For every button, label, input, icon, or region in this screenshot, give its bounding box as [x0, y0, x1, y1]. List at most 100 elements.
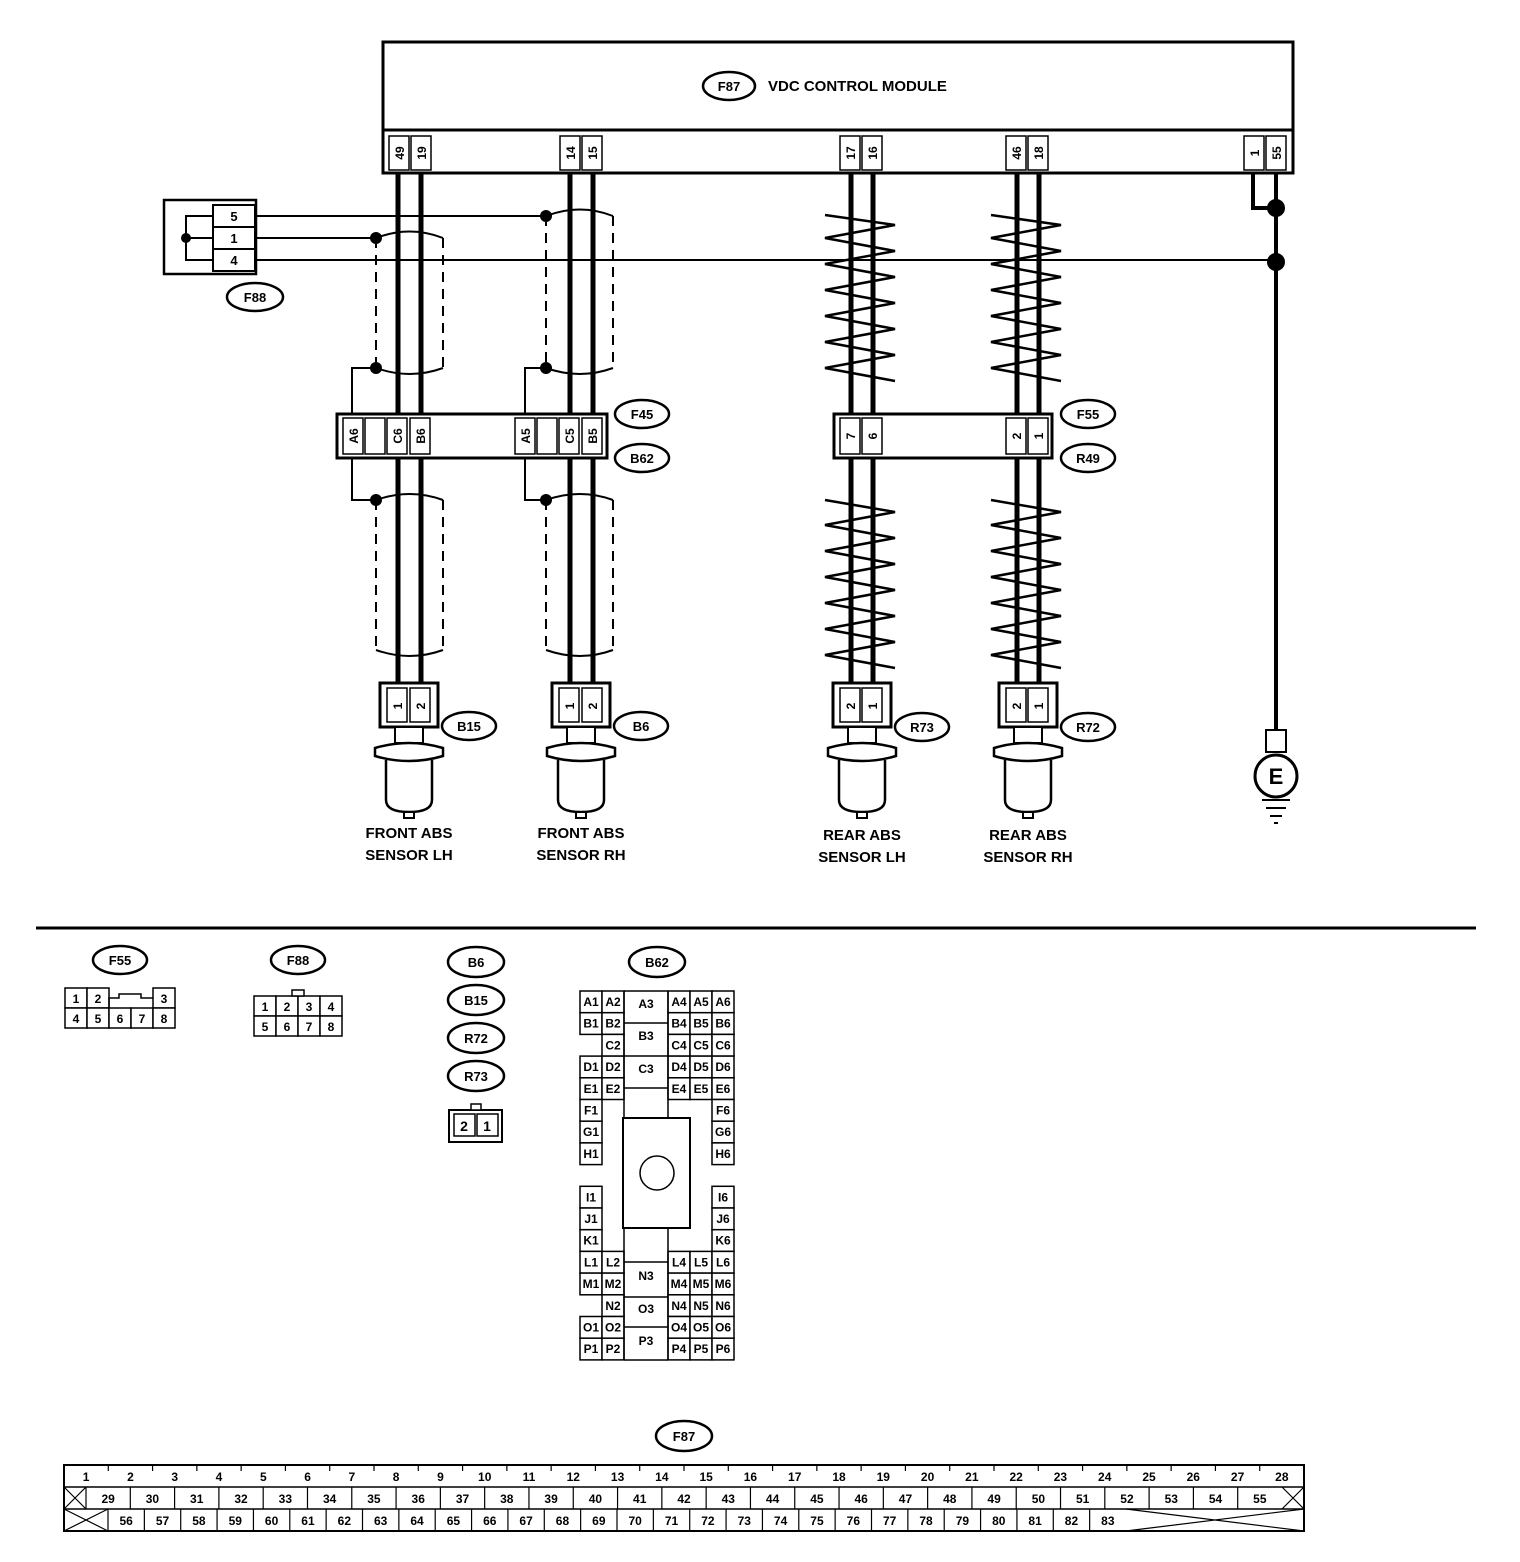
b62-pin-label: M5	[693, 1277, 710, 1291]
b62-pin-label: L5	[694, 1255, 708, 1269]
b62-center-label: P3	[639, 1334, 654, 1348]
b62-pin-label: M6	[715, 1277, 732, 1291]
rear-connector-pin: 7	[844, 432, 858, 439]
f87-pin-label: 2	[127, 1470, 134, 1484]
sensor-label: REAR ABS	[823, 827, 901, 844]
legend-f88-pin: 6	[284, 1020, 291, 1034]
b62-center-label: N3	[638, 1269, 654, 1283]
b62-pin-label: H6	[715, 1147, 731, 1161]
module-id: F87	[718, 79, 740, 94]
b62-pin-label: E4	[672, 1082, 687, 1096]
b62-pin-label: A5	[693, 995, 709, 1009]
f87-pin-label: 1	[83, 1470, 90, 1484]
sensor-id: B15	[457, 719, 481, 734]
legend-f88-id: F88	[287, 953, 309, 968]
f87-pin-label: 80	[992, 1514, 1006, 1528]
b62-pin-label: E2	[606, 1082, 621, 1096]
f87-pin-label: 38	[500, 1492, 514, 1506]
rear-intermediate-connector: 7 6 2 1 F55 R49	[832, 398, 1117, 474]
sensor-id: R72	[1076, 720, 1100, 735]
legend-f55-pin: 1	[73, 992, 80, 1006]
b62-pin-label: A1	[583, 995, 599, 1009]
f87-pin-label: 8	[393, 1470, 400, 1484]
b62-pin-label: I6	[718, 1190, 728, 1204]
f87-pin-label: 9	[437, 1470, 444, 1484]
b62-pin-label: E5	[694, 1082, 709, 1096]
f87-pin-label: 43	[722, 1492, 736, 1506]
f87-pin-label: 24	[1098, 1470, 1112, 1484]
b62-pin-cell	[711, 1142, 735, 1166]
f87-pin-label: 22	[1009, 1470, 1023, 1484]
sensor-pin: 1	[563, 702, 577, 709]
f87-pin-label: 69	[592, 1514, 606, 1528]
b62-pin-label: N4	[671, 1299, 687, 1313]
f87-pin-label: 65	[447, 1514, 461, 1528]
b62-pin-label: M4	[671, 1277, 688, 1291]
f87-pin-label: 76	[847, 1514, 861, 1528]
b62-pin-cell	[579, 1142, 603, 1166]
f87-unused-cell	[1125, 1508, 1305, 1532]
f87-pin-label: 74	[774, 1514, 788, 1528]
f87-pin-label: 36	[412, 1492, 426, 1506]
legend-f55-pin: 4	[73, 1012, 80, 1026]
f87-pin-label: 70	[628, 1514, 642, 1528]
sensor-label: SENSOR RH	[983, 849, 1072, 866]
f87-pin-label: 63	[374, 1514, 388, 1528]
module-pin: 19	[415, 146, 429, 160]
f87-pin-label: 82	[1065, 1514, 1079, 1528]
legend-sensor-id: R72	[464, 1031, 488, 1046]
sensor-rear-rh: 2 1 R72 REAR ABS SENSOR RH	[983, 681, 1117, 866]
legend-b62-id: B62	[645, 955, 669, 970]
sensor-pin: 1	[391, 702, 405, 709]
b62-pin-label: F6	[716, 1104, 730, 1118]
legend-f55-id: F55	[109, 953, 131, 968]
b62-pin-label: B6	[715, 1017, 731, 1031]
b62-pin-label: P2	[606, 1342, 621, 1356]
b62-pin-label: C2	[605, 1038, 621, 1052]
f87-pin-label: 16	[744, 1470, 758, 1484]
b62-pin-cell	[711, 1337, 735, 1361]
b62-pin-label: K6	[715, 1234, 731, 1248]
sensor-label: SENSOR LH	[818, 849, 906, 866]
f87-pin-label: 42	[677, 1492, 691, 1506]
legend-f88-pin: 8	[328, 1020, 335, 1034]
b62-pin-label: D1	[583, 1060, 599, 1074]
b62-pin-label: C6	[715, 1038, 731, 1052]
f87-pin-label: 5	[260, 1470, 267, 1484]
f87-unused-cell	[1281, 1486, 1305, 1510]
f87-pin-label: 27	[1231, 1470, 1245, 1484]
sensor-front-lh: 1 2 B15 FRONT ABS SENSOR LH	[365, 681, 498, 864]
front-connector-pin: B5	[586, 428, 600, 444]
front-connector-pin: A6	[347, 428, 361, 444]
b62-pin-label: L2	[606, 1255, 620, 1269]
f88-pin: 1	[230, 231, 237, 246]
f87-pin-label: 54	[1209, 1492, 1223, 1506]
f87-pin-label: 34	[323, 1492, 337, 1506]
b62-pin-label: B2	[605, 1017, 621, 1031]
b62-pin-label: A4	[671, 995, 687, 1009]
legend-sensor-connectors: B6 B15 R72 R73 2 1	[446, 945, 506, 1143]
module-pin: 55	[1270, 146, 1284, 160]
b62-pin-label: G1	[583, 1125, 599, 1139]
b62-pin-label: M2	[605, 1277, 622, 1291]
f87-pin-label: 52	[1120, 1492, 1134, 1506]
legend-f88-pin: 5	[262, 1020, 269, 1034]
module-pin: 49	[393, 146, 407, 160]
f87-pin-label: 26	[1187, 1470, 1201, 1484]
f87-pin-label: 75	[810, 1514, 824, 1528]
f87-pin-label: 19	[877, 1470, 891, 1484]
rear-connector-id-top: F55	[1077, 407, 1099, 422]
b62-pin-label: P5	[694, 1342, 709, 1356]
front-connector-id-top: F45	[631, 407, 653, 422]
legend-sensor-id: R73	[464, 1069, 488, 1084]
f87-pin-label: 17	[788, 1470, 802, 1484]
b62-pin-label: D4	[671, 1060, 687, 1074]
sensor-front-rh: 1 2 B6 FRONT ABS SENSOR RH	[536, 681, 670, 864]
legend-sensor-id: B15	[464, 993, 488, 1008]
sensor-id: B6	[633, 719, 650, 734]
f87-pin-label: 29	[101, 1492, 115, 1506]
f87-pin-label: 55	[1253, 1492, 1267, 1506]
f87-pin-label: 57	[156, 1514, 170, 1528]
